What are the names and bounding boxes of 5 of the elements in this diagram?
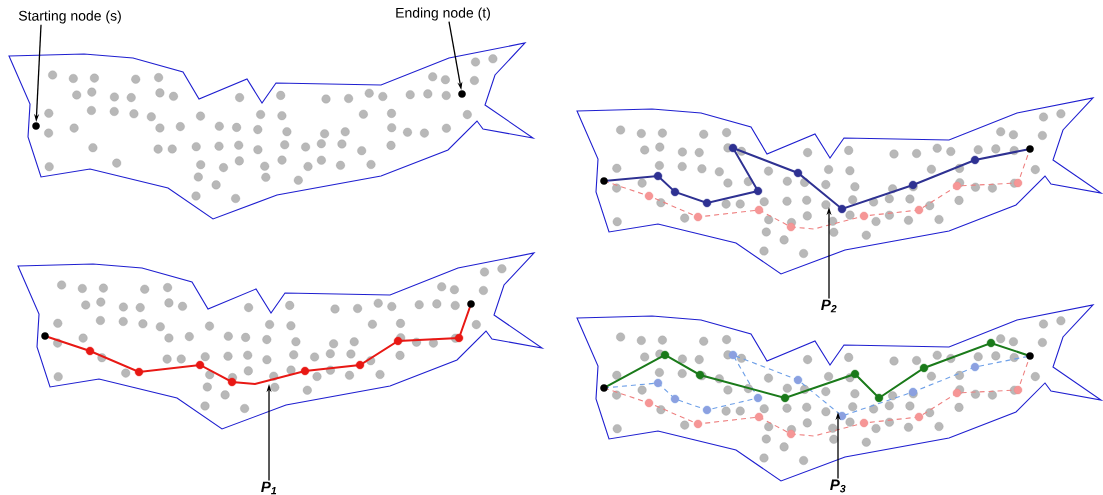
path-label: P$_{2}$ bbox=[821, 299, 837, 313]
label-text: Ending node (t) bbox=[396, 7, 490, 21]
path-label: P$_{3}$ bbox=[830, 479, 846, 493]
label-text: Starting node (s) bbox=[18, 10, 121, 24]
path-label: P$_{1}$ bbox=[261, 481, 277, 495]
